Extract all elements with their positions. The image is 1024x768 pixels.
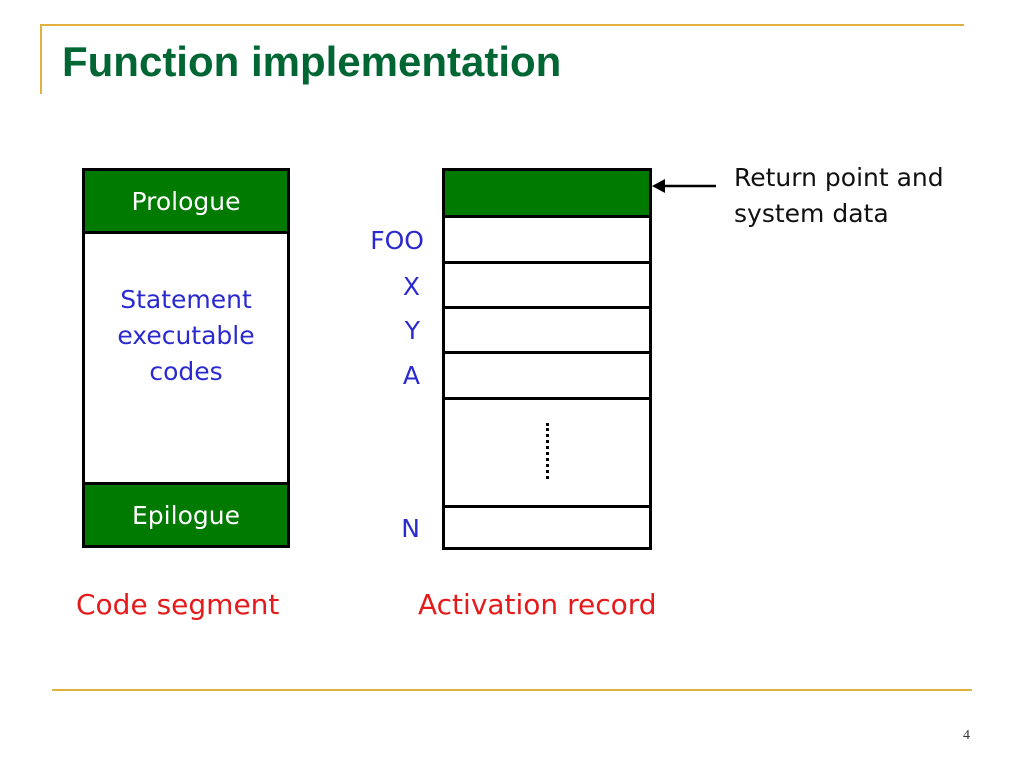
ar-slot-return: [445, 171, 649, 218]
top-rule: [40, 24, 964, 26]
left-rule: [40, 24, 42, 94]
activation-record-caption: Activation record: [418, 588, 657, 621]
prologue-block: Prologue: [85, 171, 287, 234]
slide-title: Function implementation: [62, 38, 562, 85]
ellipsis-dots: [546, 423, 549, 479]
epilogue-label: Epilogue: [132, 500, 240, 530]
ar-slot-x: [445, 264, 649, 309]
bottom-rule: [52, 689, 972, 691]
return-point-note: Return point and system data: [734, 160, 944, 232]
prologue-label: Prologue: [131, 186, 241, 216]
statement-block: Statement executable codes: [85, 234, 287, 487]
ar-slot-a: [445, 354, 649, 400]
ar-label-a: A: [402, 361, 420, 390]
activation-record-box: [442, 168, 652, 550]
epilogue-block: Epilogue: [85, 482, 287, 545]
ar-slot-n: [445, 508, 649, 547]
ar-slot-foo: [445, 218, 649, 264]
page-number: 4: [963, 728, 970, 743]
arrow-left-icon: [652, 179, 716, 193]
code-segment-caption: Code segment: [76, 588, 280, 621]
return-note-line: Return point and: [734, 163, 944, 192]
statement-line: codes: [149, 356, 223, 386]
ar-slot-ellipsis: [445, 400, 649, 508]
return-note-line: system data: [734, 199, 889, 228]
ar-label-n: N: [401, 514, 420, 543]
ar-label-y: Y: [404, 316, 420, 345]
statement-line: executable: [117, 320, 255, 350]
statement-line: Statement: [120, 284, 252, 314]
ar-slot-y: [445, 309, 649, 354]
ar-label-x: X: [402, 272, 420, 301]
code-segment-box: Prologue Statement executable codes Epil…: [82, 168, 290, 548]
ar-label-foo: FOO: [370, 226, 424, 255]
